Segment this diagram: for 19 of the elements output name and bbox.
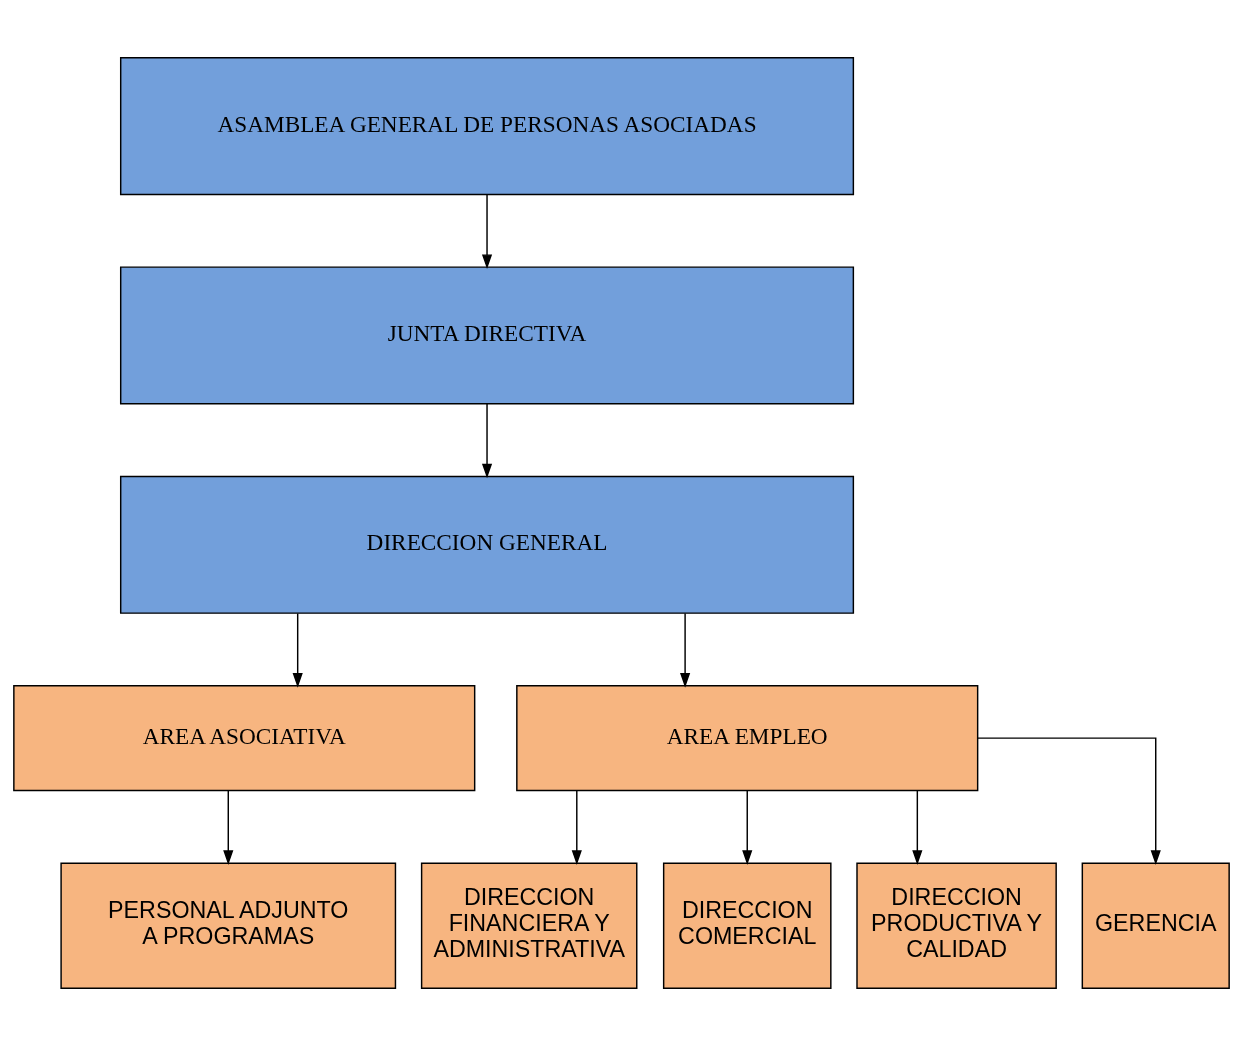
node-box: DIRECCION FINANCIERA Y ADMINISTRATIVA [420,862,638,989]
arrow [292,612,303,688]
node-box: GERENCIA [1081,862,1230,989]
arrow [977,737,1161,865]
arrow [481,193,493,269]
arrow [571,790,582,865]
node-box: JUNTA DIRECTIVA [119,266,855,405]
node-box: AREA EMPLEO [516,685,979,792]
arrow [223,790,234,865]
node-box: DIRECCION PRODUCTIVA Y CALIDAD [856,862,1057,989]
node-box: DIRECCION GENERAL [119,475,855,614]
arrow [481,403,493,479]
arrow [680,612,691,688]
node-box: PERSONAL ADJUNTO A PROGRAMAS [60,862,397,989]
node-box: ASAMBLEA GENERAL DE PERSONAS ASOCIADAS [119,57,855,196]
arrow [912,790,923,865]
node-box: AREA ASOCIATIVA [13,685,476,792]
arrow [742,790,753,865]
node-box: DIRECCION COMERCIAL [662,862,832,989]
